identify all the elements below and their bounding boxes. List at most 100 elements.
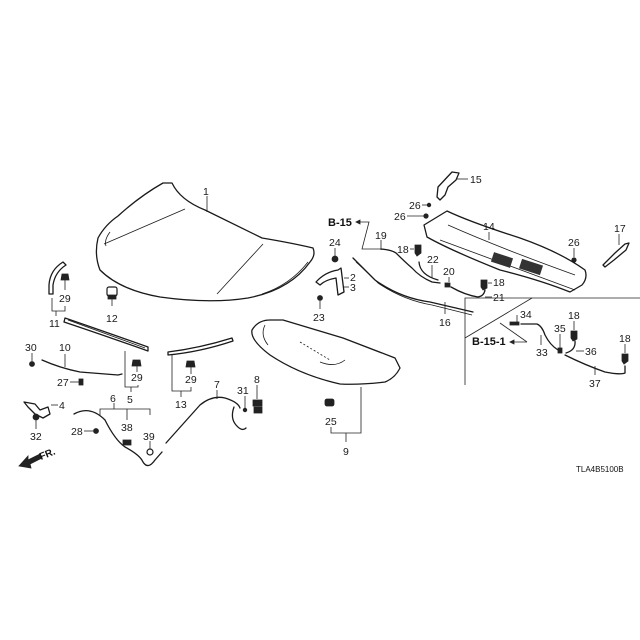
label-32: 32 bbox=[30, 431, 42, 443]
diagram-code: TLA4B5100B bbox=[576, 465, 624, 474]
label-12: 12 bbox=[106, 313, 118, 325]
arrow-b15-1-icon bbox=[509, 339, 515, 345]
label-28: 28 bbox=[71, 426, 83, 438]
label-13: 13 bbox=[175, 399, 187, 411]
label-18c: 18 bbox=[568, 310, 580, 322]
leader-b15 bbox=[356, 221, 381, 250]
label-10: 10 bbox=[59, 342, 71, 354]
bracket-13 bbox=[171, 355, 192, 392]
front-seal-part-5[interactable] bbox=[63, 317, 149, 352]
handle-part-8[interactable] bbox=[252, 399, 263, 414]
label-19: 19 bbox=[375, 230, 387, 242]
label-26a: 26 bbox=[409, 200, 421, 212]
cowl-top-part-14[interactable] bbox=[423, 210, 587, 293]
hood-part-1[interactable] bbox=[95, 182, 315, 302]
label-18a: 18 bbox=[397, 244, 409, 256]
clip-part-25[interactable] bbox=[324, 398, 335, 407]
clip-part-38[interactable] bbox=[122, 439, 132, 446]
nozzle-part-18a[interactable] bbox=[414, 244, 422, 257]
label-39: 39 bbox=[143, 431, 155, 443]
section-divider bbox=[464, 297, 640, 385]
nozzle-part-18c[interactable] bbox=[570, 330, 578, 342]
washer-hose-part-19[interactable] bbox=[380, 248, 441, 284]
hinge-part-2-3[interactable] bbox=[315, 267, 345, 296]
label-17: 17 bbox=[614, 223, 626, 235]
label-30: 30 bbox=[25, 342, 37, 354]
clip-part-28[interactable] bbox=[93, 428, 99, 434]
label-27: 27 bbox=[57, 377, 69, 389]
joint-part-20[interactable] bbox=[444, 282, 451, 288]
rear-seal-part-13[interactable] bbox=[167, 337, 234, 356]
bracket-5 bbox=[124, 351, 139, 388]
clip-part-39[interactable] bbox=[146, 448, 154, 456]
hood-lock-part-4[interactable] bbox=[23, 401, 51, 419]
label-26b: 26 bbox=[394, 211, 406, 223]
bracket-11 bbox=[51, 298, 66, 312]
direction-arrow-icon bbox=[18, 453, 43, 469]
label-24: 24 bbox=[329, 237, 341, 249]
hood-stop-part-12[interactable] bbox=[106, 286, 118, 300]
direction-label: FR. bbox=[38, 446, 57, 462]
nozzle-part-18b[interactable] bbox=[480, 279, 488, 291]
label-18b: 18 bbox=[493, 277, 505, 289]
hose-part-36[interactable] bbox=[565, 340, 576, 354]
label-31: 31 bbox=[237, 385, 249, 397]
label-33: 33 bbox=[536, 347, 548, 359]
cowl-side-part-15[interactable] bbox=[436, 171, 460, 201]
label-29c: 29 bbox=[185, 374, 197, 386]
label-5: 5 bbox=[127, 394, 133, 406]
label-8: 8 bbox=[254, 374, 260, 386]
label-29b: 29 bbox=[131, 372, 143, 384]
label-35: 35 bbox=[554, 323, 566, 335]
label-37: 37 bbox=[589, 378, 601, 390]
clip-part-31[interactable] bbox=[242, 407, 248, 413]
label-20: 20 bbox=[443, 266, 455, 278]
label-22: 22 bbox=[427, 254, 439, 266]
hose-part-37[interactable] bbox=[564, 354, 626, 375]
label-2: 2 bbox=[350, 272, 356, 284]
clip-part-29b[interactable] bbox=[131, 359, 142, 367]
bolt-part-24[interactable] bbox=[331, 255, 339, 263]
clip-part-26b[interactable] bbox=[423, 213, 429, 219]
label-9: 9 bbox=[343, 446, 349, 458]
ref-b15-1[interactable]: B-15-1 bbox=[472, 336, 506, 348]
label-1: 1 bbox=[203, 186, 209, 198]
label-29a: 29 bbox=[59, 293, 71, 305]
label-16: 16 bbox=[439, 317, 451, 329]
clip-part-29a[interactable] bbox=[60, 273, 70, 281]
section-divider-diag bbox=[464, 297, 533, 339]
seal-part-16[interactable] bbox=[352, 257, 474, 316]
label-3: 3 bbox=[350, 282, 356, 294]
hose-part-21[interactable] bbox=[450, 286, 486, 298]
hose-part-33[interactable] bbox=[520, 323, 559, 351]
cowl-side-part-17[interactable] bbox=[602, 242, 630, 268]
label-7: 7 bbox=[214, 379, 220, 391]
valve-part-35[interactable] bbox=[557, 347, 563, 354]
bolt-part-23[interactable] bbox=[317, 295, 323, 301]
hose-part-22[interactable] bbox=[418, 261, 439, 281]
label-38: 38 bbox=[121, 422, 133, 434]
release-cable-part-6[interactable] bbox=[73, 409, 163, 467]
hood-stay-part-10[interactable] bbox=[41, 359, 123, 376]
hood-insulator-part-9[interactable] bbox=[251, 319, 401, 385]
bolt-part-32[interactable] bbox=[32, 413, 40, 421]
nozzle-part-18d[interactable] bbox=[621, 353, 629, 365]
label-6: 6 bbox=[110, 393, 116, 405]
clip-part-26a[interactable] bbox=[426, 202, 432, 208]
clip-part-29c[interactable] bbox=[185, 360, 196, 368]
side-seal-part-11[interactable] bbox=[48, 261, 67, 295]
leader-b15-1-diag bbox=[499, 322, 528, 343]
label-34: 34 bbox=[520, 309, 532, 321]
arrow-b15-icon bbox=[355, 219, 361, 225]
ref-b15[interactable]: B-15 bbox=[328, 217, 352, 229]
label-11: 11 bbox=[49, 318, 60, 330]
clip-part-30[interactable] bbox=[29, 361, 35, 367]
label-4: 4 bbox=[59, 400, 65, 412]
label-25: 25 bbox=[325, 416, 337, 428]
joint-part-34[interactable] bbox=[509, 321, 520, 326]
release-cable-part-7[interactable] bbox=[165, 396, 247, 444]
label-36: 36 bbox=[585, 346, 597, 358]
label-23: 23 bbox=[313, 312, 325, 324]
grommet-part-27[interactable] bbox=[78, 378, 84, 386]
